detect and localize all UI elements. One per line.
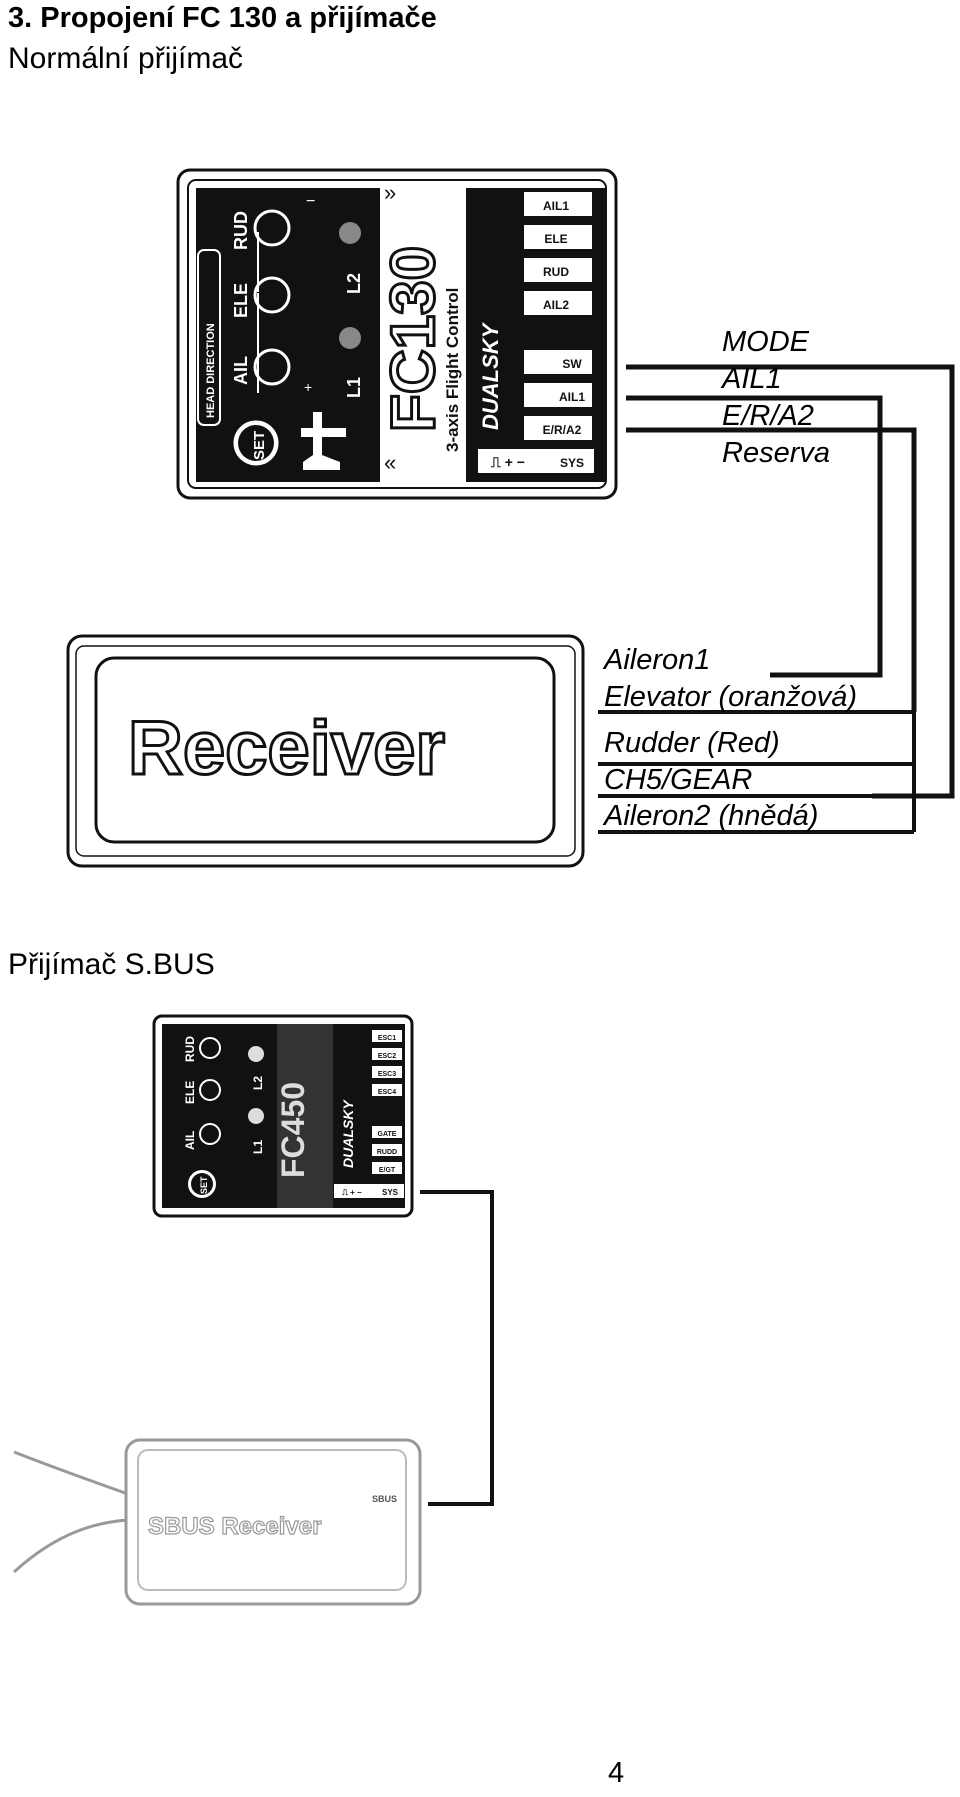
bracket-icon: « <box>384 450 396 475</box>
fc450-port-gate: GATE <box>378 1131 397 1138</box>
sbus-port-label: SBUS <box>372 1494 397 1504</box>
wire-era2 <box>626 427 917 712</box>
knob-label-rud: RUD <box>231 211 251 250</box>
wire-ail1 <box>626 395 883 678</box>
airplane-icon <box>301 412 346 470</box>
subheading-normal-receiver: Normální přijímač <box>8 42 244 75</box>
port-rud: RUD <box>543 265 569 279</box>
fc450-port-egt: E/GT <box>379 1167 396 1174</box>
gain-knob-ail[interactable]: + <box>253 343 312 395</box>
fc450-model-label: FC450 <box>275 1082 311 1178</box>
antenna-wire <box>12 1518 129 1574</box>
pin-row-sys: SYS <box>560 456 584 470</box>
wire-label-mode: MODE <box>722 326 809 358</box>
fc450-set-label: SET <box>199 1176 209 1194</box>
fc450-gain-knob-rud[interactable] <box>199 1037 221 1059</box>
fc450-brand: DUALSKY <box>340 1099 356 1168</box>
fc450-led-l2 <box>248 1046 264 1062</box>
bracket-icon: » <box>384 180 396 205</box>
fc130-port-labels: AIL1 ELE RUD AIL2 SW AIL1 E/R/A2 ⎍ + − S… <box>478 192 594 473</box>
antenna-wire <box>13 1450 129 1496</box>
fc130-module: HEAD DIRECTION AIL ELE RUD + − L1 L2 SET <box>176 168 618 500</box>
knob-label-ele: ELE <box>231 283 251 318</box>
fc130-subtitle: 3-axis Flight Control <box>443 288 462 452</box>
fc450-module: AIL ELE RUD L1 L2 SET FC450 DUALSKY ESC1… <box>152 1014 414 1218</box>
wire-label-reserva: Reserva <box>722 437 830 469</box>
led-label-l1: L1 <box>344 377 364 398</box>
sbus-receiver-label: SBUS Receiver <box>148 1513 321 1540</box>
wire-sbus <box>420 1190 494 1506</box>
fc450-port-esc3: ESC3 <box>378 1071 396 1078</box>
wire-label-era2: E/R/A2 <box>722 400 814 432</box>
head-direction-label: HEAD DIRECTION <box>205 323 217 418</box>
fc450-led-l1 <box>248 1108 264 1124</box>
receiver-module: Receiver <box>66 634 585 868</box>
fc130-model-label: FC130 <box>379 246 448 432</box>
section-heading: 3. Propojení FC 130 a přijímače <box>8 2 437 34</box>
gain-knob-rud[interactable]: − <box>253 193 315 292</box>
fc450-knob-label-ele: ELE <box>183 1081 197 1104</box>
led-l1 <box>339 327 361 349</box>
led-l2 <box>339 222 361 244</box>
dualsky-brand: DUALSKY <box>478 321 503 430</box>
head-direction-badge <box>197 249 221 426</box>
subheading-sbus-receiver: Přijímač S.BUS <box>8 948 215 981</box>
fc450-gain-knob-ail[interactable] <box>199 1123 221 1145</box>
port-ail2: AIL2 <box>543 298 569 312</box>
receiver-label-aileron1: Aileron1 <box>604 644 711 676</box>
receiver-leads <box>598 710 916 834</box>
receiver-label-rudder: Rudder (Red) <box>604 727 780 759</box>
fc130-wiring-diagram: HEAD DIRECTION AIL ELE RUD + − L1 L2 SET <box>66 168 955 868</box>
port-sw: SW <box>562 357 582 371</box>
receiver-label-elevator: Elevator (oranžová) <box>604 681 858 713</box>
fc450-port-labels: ESC1 ESC2 ESC3 ESC4 GATE RUDD E/GT ⎍ + −… <box>334 1030 404 1198</box>
fc450-port-esc2: ESC2 <box>378 1053 396 1060</box>
fc450-knob-label-ail: AIL <box>183 1131 197 1150</box>
set-button-label: SET <box>251 431 268 460</box>
port-ele: ELE <box>544 232 567 246</box>
svg-text:−: − <box>306 193 315 210</box>
fc450-pin-row-sys: SYS <box>382 1188 399 1197</box>
led-label-l2: L2 <box>344 273 364 294</box>
fc450-gain-knob-ele[interactable] <box>199 1079 221 1101</box>
sbus-receiver-module: SBUS Receiver SBUS <box>12 1438 422 1606</box>
wire-label-ail1: AIL1 <box>722 363 782 395</box>
svg-text:+: + <box>304 379 312 395</box>
fc450-set-button[interactable]: SET <box>186 1168 218 1200</box>
fc450-port-esc1: ESC1 <box>378 1035 396 1042</box>
gain-knob-ele[interactable] <box>253 276 291 345</box>
fc450-port-esc4: ESC4 <box>378 1089 396 1096</box>
receiver-label-ch5: CH5/GEAR <box>604 764 753 796</box>
fc450-knob-label-rud: RUD <box>183 1036 197 1062</box>
set-button[interactable]: SET <box>230 417 282 469</box>
port-ail1: AIL1 <box>543 199 569 213</box>
sbus-wiring-diagram: AIL ELE RUD L1 L2 SET FC450 DUALSKY ESC1… <box>12 1014 494 1606</box>
port-ail1-out: AIL1 <box>559 390 585 404</box>
fc450-led-label-l1: L1 <box>251 1140 265 1154</box>
port-era2: E/R/A2 <box>543 423 582 437</box>
page-number: 4 <box>608 1757 625 1789</box>
pin-row-signal: ⎍ + − <box>491 454 525 470</box>
fc450-port-rudd: RUDD <box>377 1149 397 1156</box>
receiver-label: Receiver <box>128 706 445 791</box>
fc450-pin-row-signal: ⎍ + − <box>341 1188 362 1197</box>
knob-label-ail: AIL <box>231 356 251 385</box>
fc450-led-label-l2: L2 <box>251 1076 265 1090</box>
receiver-label-aileron2: Aileron2 (hnědá) <box>604 800 819 832</box>
